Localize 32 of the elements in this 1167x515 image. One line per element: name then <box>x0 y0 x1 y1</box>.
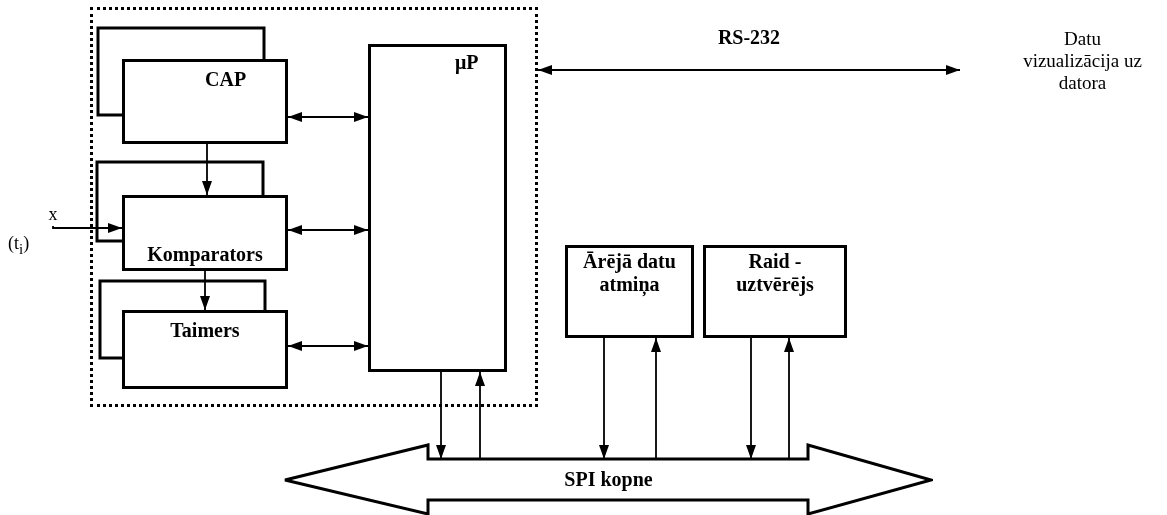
arrow <box>651 337 661 460</box>
node-label: Taimers <box>170 319 240 341</box>
edge-label: RS-232 <box>716 26 782 49</box>
arrow <box>52 223 123 233</box>
arrow <box>599 337 609 460</box>
node-label: Komparators <box>147 243 263 266</box>
arrow <box>200 270 210 311</box>
arrow <box>287 341 369 351</box>
arrow <box>537 65 961 75</box>
processor-box <box>368 44 507 372</box>
process-box <box>122 310 288 389</box>
process-box <box>703 245 847 338</box>
arrow <box>746 337 756 460</box>
arrow <box>784 337 794 460</box>
dotted-group-frame <box>90 7 538 407</box>
signal-label: x <box>48 204 58 224</box>
arrow <box>287 112 369 122</box>
output-label: Datu vizualizācija uz datora <box>1023 28 1142 93</box>
process-box <box>122 59 288 144</box>
arrow <box>202 143 212 196</box>
arrow <box>475 371 485 460</box>
node-label: SPI kopne <box>564 468 653 490</box>
arrow <box>436 371 446 460</box>
bus-arrow <box>284 443 933 515</box>
node-label: Ārējā datu atmiņa <box>583 250 676 295</box>
node-label: CAP <box>205 68 247 90</box>
arrow <box>287 225 369 235</box>
node-label: Raid - uztvērējs <box>736 250 814 295</box>
signal-label: (t$_{i}$) <box>8 233 30 258</box>
node-label: μP <box>455 51 479 73</box>
process-box <box>565 245 694 338</box>
process-box <box>122 195 288 271</box>
